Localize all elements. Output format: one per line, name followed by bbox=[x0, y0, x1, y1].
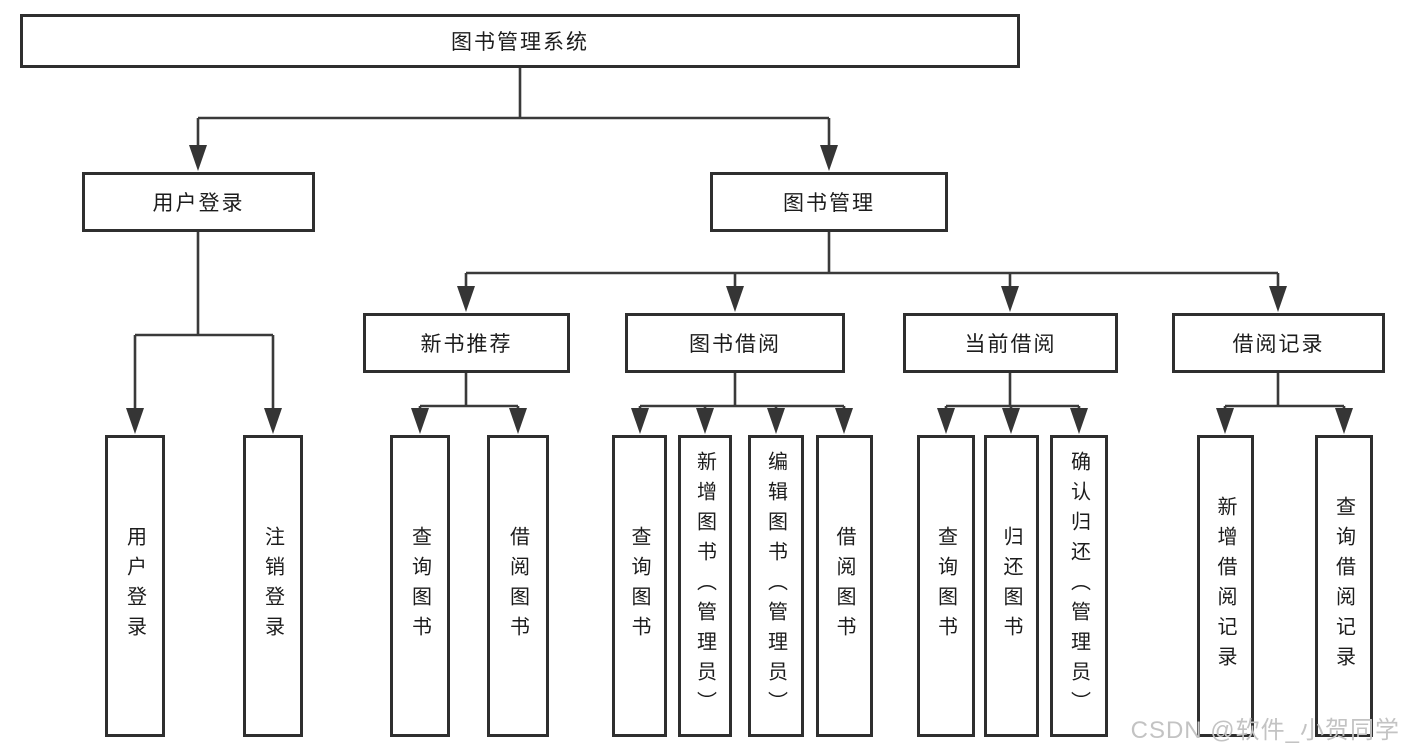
leaf-add-book-admin: 新增图书（管理员） bbox=[678, 435, 732, 737]
node-borrow-records: 借阅记录 bbox=[1172, 313, 1385, 373]
leaf-user-login: 用户登录 bbox=[105, 435, 165, 737]
leaf-query-books-current: 查询图书 bbox=[917, 435, 975, 737]
tree-edges bbox=[133, 68, 1346, 412]
node-book-borrow: 图书借阅 bbox=[625, 313, 845, 373]
arrowheads bbox=[126, 145, 1353, 434]
leaf-query-borrow-record: 查询借阅记录 bbox=[1315, 435, 1373, 737]
leaf-edit-book-admin: 编辑图书（管理员） bbox=[748, 435, 804, 737]
leaf-return-book: 归还图书 bbox=[984, 435, 1039, 737]
leaf-query-books-recommend: 查询图书 bbox=[390, 435, 450, 737]
node-library-management-system: 图书管理系统 bbox=[20, 14, 1020, 68]
leaf-query-books-borrow: 查询图书 bbox=[612, 435, 667, 737]
node-book-management: 图书管理 bbox=[710, 172, 948, 232]
leaf-confirm-return-admin: 确认归还（管理员） bbox=[1050, 435, 1108, 737]
watermark: CSDN @软件_小贺同学 bbox=[1130, 717, 1400, 744]
node-current-borrow: 当前借阅 bbox=[903, 313, 1118, 373]
leaf-logout: 注销登录 bbox=[243, 435, 303, 737]
node-new-book-recommend: 新书推荐 bbox=[363, 313, 570, 373]
leaf-borrow-books: 借阅图书 bbox=[816, 435, 873, 737]
leaf-add-borrow-record: 新增借阅记录 bbox=[1197, 435, 1254, 737]
leaf-borrow-books-recommend: 借阅图书 bbox=[487, 435, 549, 737]
node-user-login: 用户登录 bbox=[82, 172, 315, 232]
